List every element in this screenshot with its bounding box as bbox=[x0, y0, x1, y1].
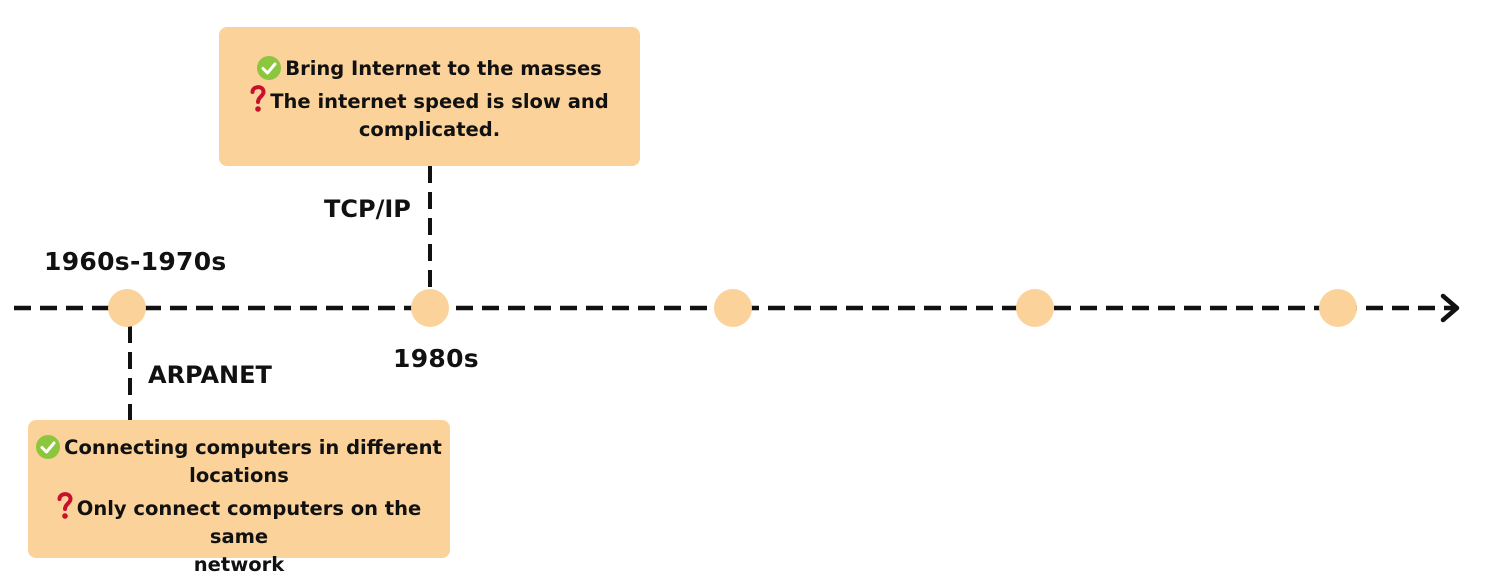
arpanet-advantage-text-2: locations bbox=[189, 464, 289, 487]
timeline-node-3 bbox=[714, 289, 752, 327]
timeline-node-4 bbox=[1016, 289, 1054, 327]
arpanet-limitation-text-2: network bbox=[193, 553, 285, 576]
tcpip-note-box: Bring Internet to the masses The interne… bbox=[219, 27, 640, 166]
arpanet-advantage-line: Connecting computers in different bbox=[28, 434, 450, 462]
tcpip-limitation-text-2: complicated. bbox=[358, 118, 501, 141]
arpanet-limitation-line: Only connect computers on the same bbox=[28, 490, 450, 551]
tech-label-arpanet: ARPANET bbox=[148, 361, 272, 389]
timeline-node-2 bbox=[411, 289, 449, 327]
tcpip-advantage-line: Bring Internet to the masses bbox=[219, 55, 640, 83]
check-circle-icon bbox=[36, 435, 61, 459]
era-label-1980s: 1980s bbox=[393, 344, 479, 373]
timeline-node-5 bbox=[1319, 289, 1357, 327]
tech-label-tcpip: TCP/IP bbox=[324, 195, 411, 223]
question-mark-icon bbox=[250, 85, 266, 112]
tcpip-advantage-text: Bring Internet to the masses bbox=[285, 57, 602, 80]
era-label-1960s-1970s: 1960s-1970s bbox=[44, 247, 227, 276]
timeline-node-1 bbox=[108, 289, 146, 327]
question-mark-icon bbox=[57, 492, 73, 519]
arpanet-limitation-text-1: Only connect computers on the same bbox=[76, 497, 422, 548]
check-circle-icon bbox=[257, 56, 282, 80]
tcpip-limitation-text-1: The internet speed is slow and bbox=[270, 90, 609, 113]
arpanet-advantage-text-1: Connecting computers in different bbox=[64, 436, 442, 459]
timeline-arrowhead bbox=[1440, 293, 1460, 323]
tcpip-limitation-line: The internet speed is slow and bbox=[219, 83, 640, 116]
arpanet-note-box: Connecting computers in different locati… bbox=[28, 420, 450, 576]
